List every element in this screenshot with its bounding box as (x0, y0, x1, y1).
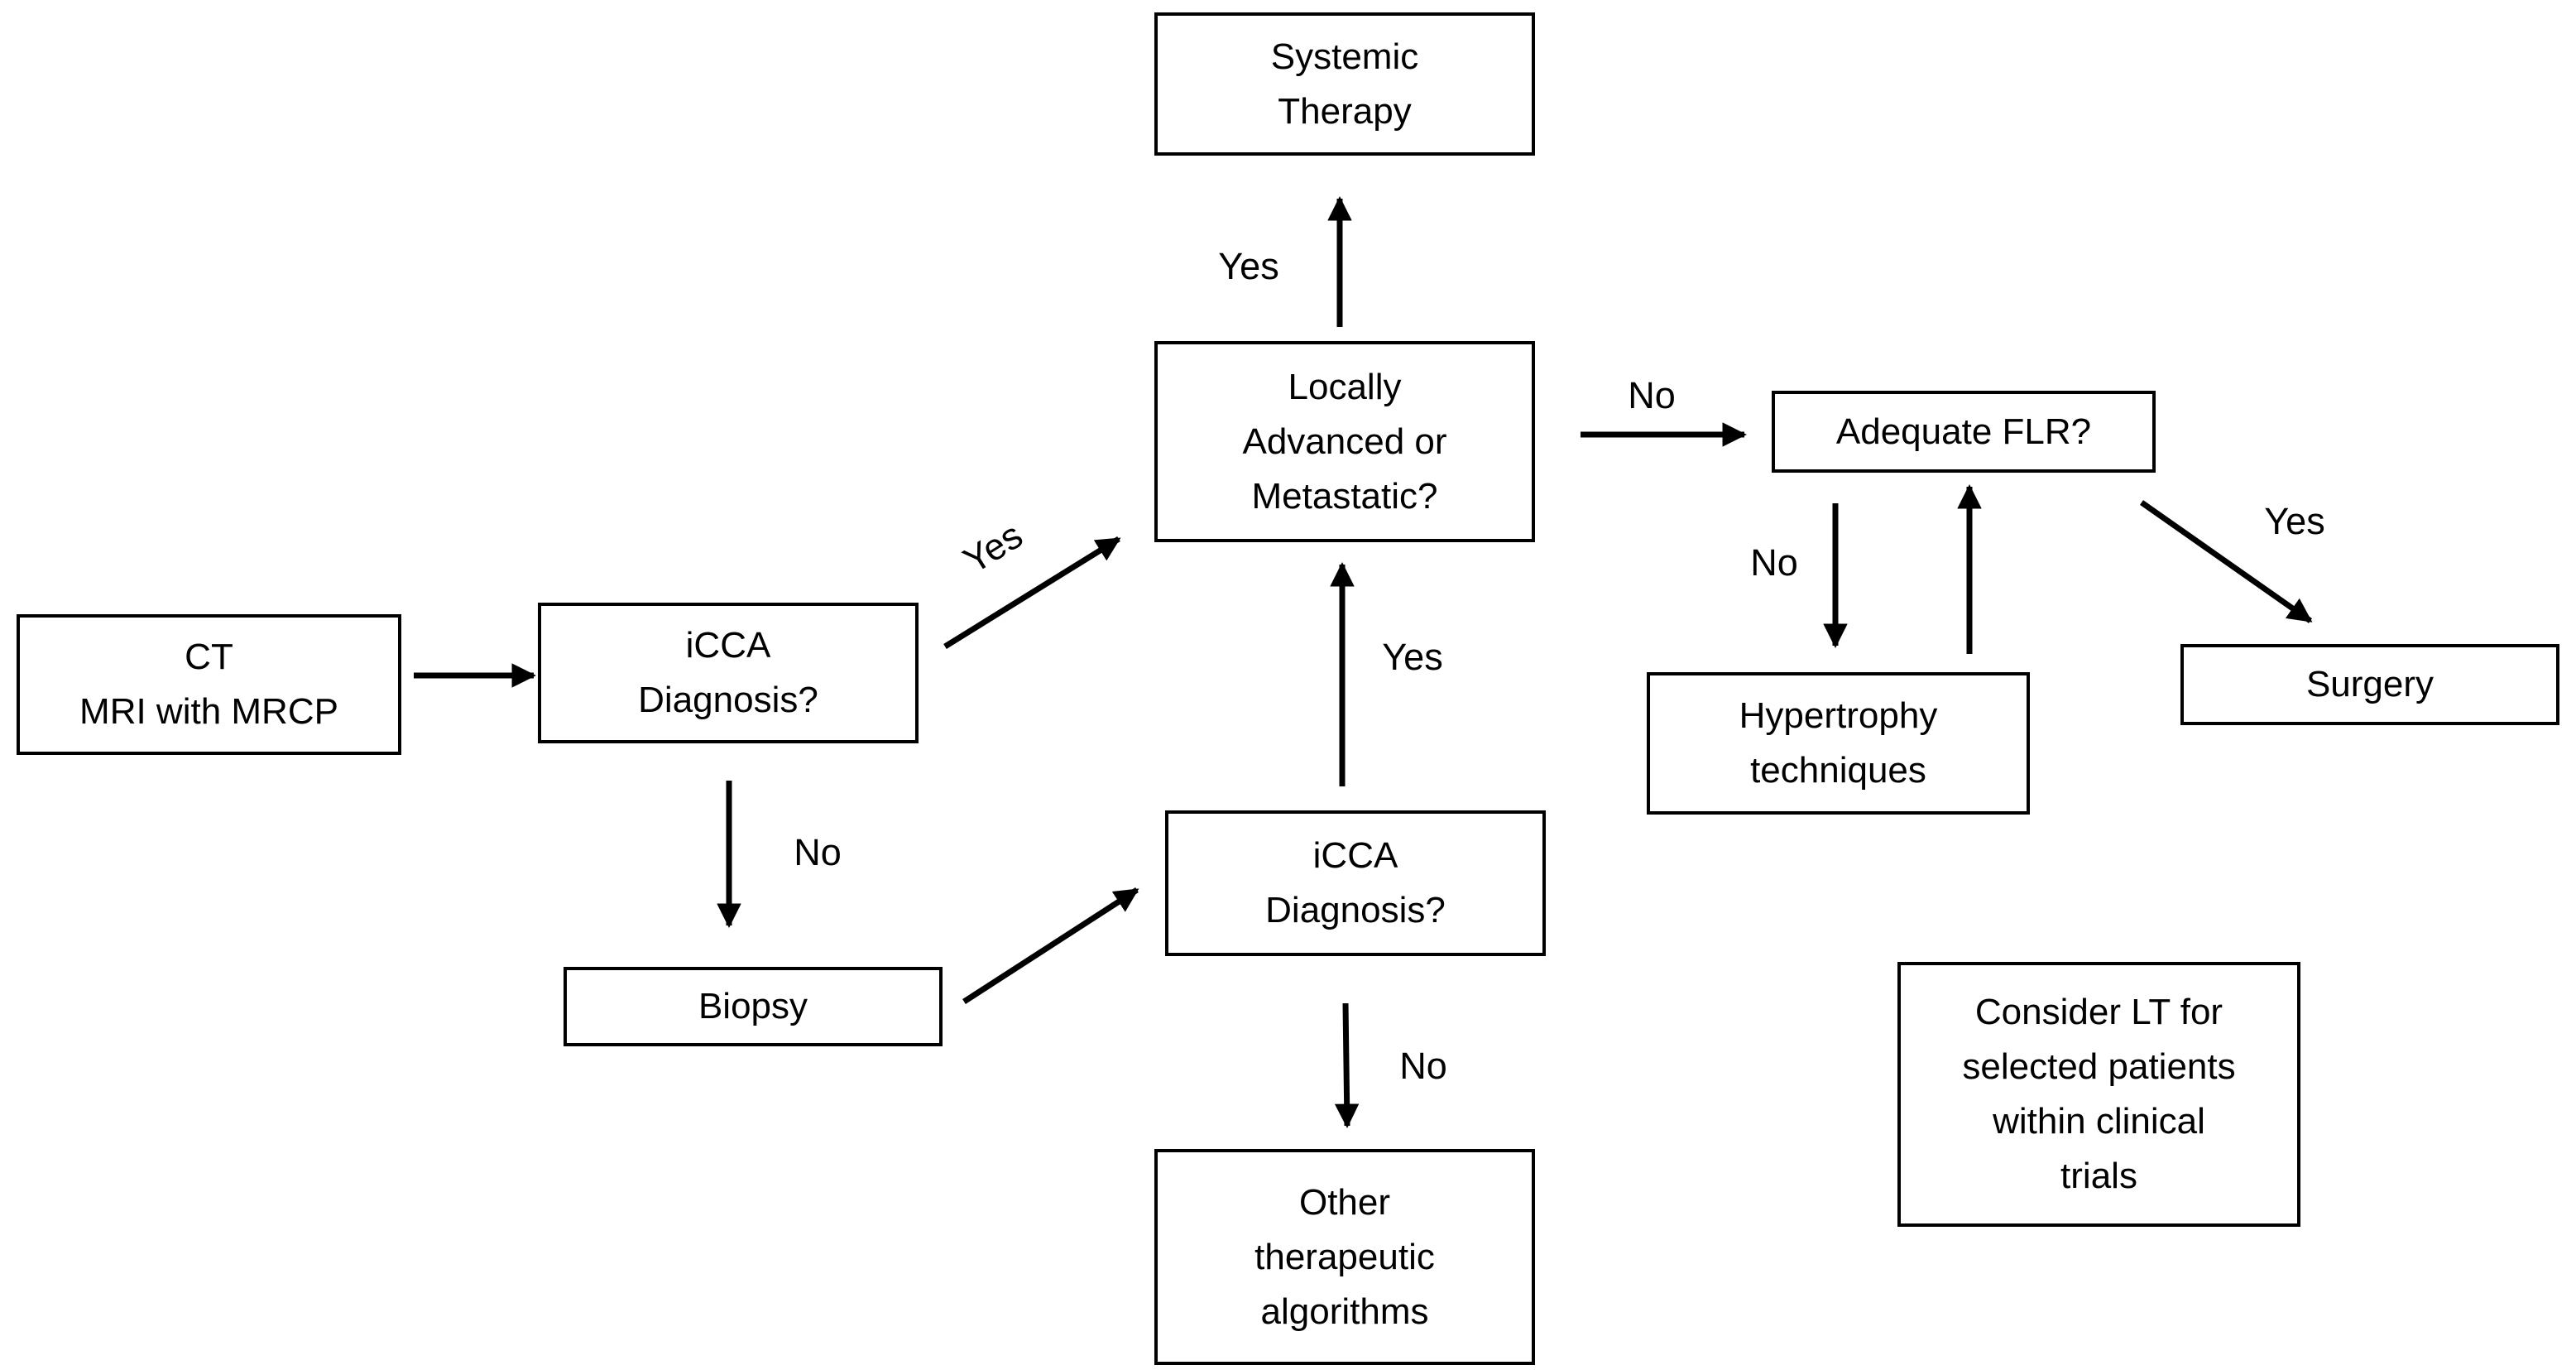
arrow-biopsy-to-icca2 (962, 887, 1139, 1004)
node-ct-mri-with-mrcp: CT MRI with MRCP (17, 614, 401, 755)
node-consider-lt-text: Consider LT for (1974, 992, 2223, 1032)
node-icca-diagnosis-1: iCCA Diagnosis? (538, 603, 919, 743)
edge-label-flr-yes-to-surgery: Yes (2264, 500, 2325, 542)
node-biopsy: Biopsy (564, 967, 943, 1046)
node-icca-diagnosis-2: iCCA Diagnosis? (1165, 810, 1546, 956)
node-hypertrophy-techniques-text: Hypertrophy (1739, 695, 1938, 736)
node-icca-diagnosis-2-text: iCCA (1312, 835, 1398, 876)
node-locally-advanced-text: Locally (1288, 366, 1402, 407)
node-consider-lt: Consider LT for selected patients within c… (1897, 962, 2300, 1227)
node-consider-lt-text: within clinical (1993, 1101, 2205, 1142)
node-ct-mri-with-mrcp-text: MRI with MRCP (79, 691, 338, 732)
node-other-therapeutic-text: algorithms (1260, 1291, 1429, 1332)
arrow-icca2-no-to-other (1334, 1002, 1360, 1128)
node-locally-advanced-text: Metastatic? (1251, 475, 1438, 517)
node-hypertrophy-techniques: Hypertrophy techniques (1647, 672, 2030, 815)
edge-label-icca2-no-to-other: No (1399, 1045, 1447, 1087)
node-adequate-flr-text: Adequate FLR? (1835, 411, 2092, 452)
node-ct-mri-with-mrcp-text: CT (185, 637, 233, 677)
edge-label-locally-no-to-flr: No (1628, 374, 1676, 416)
node-other-therapeutic: Other therapeutic algorithms (1154, 1149, 1535, 1365)
node-icca-diagnosis-1-text: Diagnosis? (638, 680, 818, 720)
edge-label-flr-no-to-hypertrophy: No (1750, 541, 1798, 584)
node-biopsy-text: Biopsy (698, 986, 808, 1026)
edge-label-locally-yes-to-systemic: Yes (1218, 245, 1279, 287)
node-systemic-therapy-text: Systemic (1270, 36, 1419, 77)
node-adequate-flr: Adequate FLR? (1772, 391, 2156, 473)
node-hypertrophy-techniques-text: techniques (1750, 750, 1926, 791)
node-consider-lt-text: selected patients (1962, 1046, 2236, 1087)
node-surgery-text: Surgery (2305, 664, 2434, 704)
node-consider-lt-text: trials (2060, 1156, 2137, 1196)
edge-label-icca2-yes-to-locally: Yes (1382, 636, 1443, 678)
node-systemic-therapy-text: Therapy (1278, 90, 1412, 132)
node-locally-advanced-text: Advanced or (1242, 421, 1447, 462)
node-icca-diagnosis-2-text: Diagnosis? (1265, 890, 1446, 930)
node-other-therapeutic-text: therapeutic (1254, 1236, 1435, 1277)
node-other-therapeutic-text: Other (1298, 1181, 1391, 1223)
node-icca-diagnosis-1-text: iCCA (685, 625, 771, 666)
edge-label-icca1-no-to-biopsy: No (794, 831, 842, 873)
edge-label-icca1-yes-to-locally: Yes (956, 513, 1030, 582)
node-surgery: Surgery (2180, 644, 2559, 725)
